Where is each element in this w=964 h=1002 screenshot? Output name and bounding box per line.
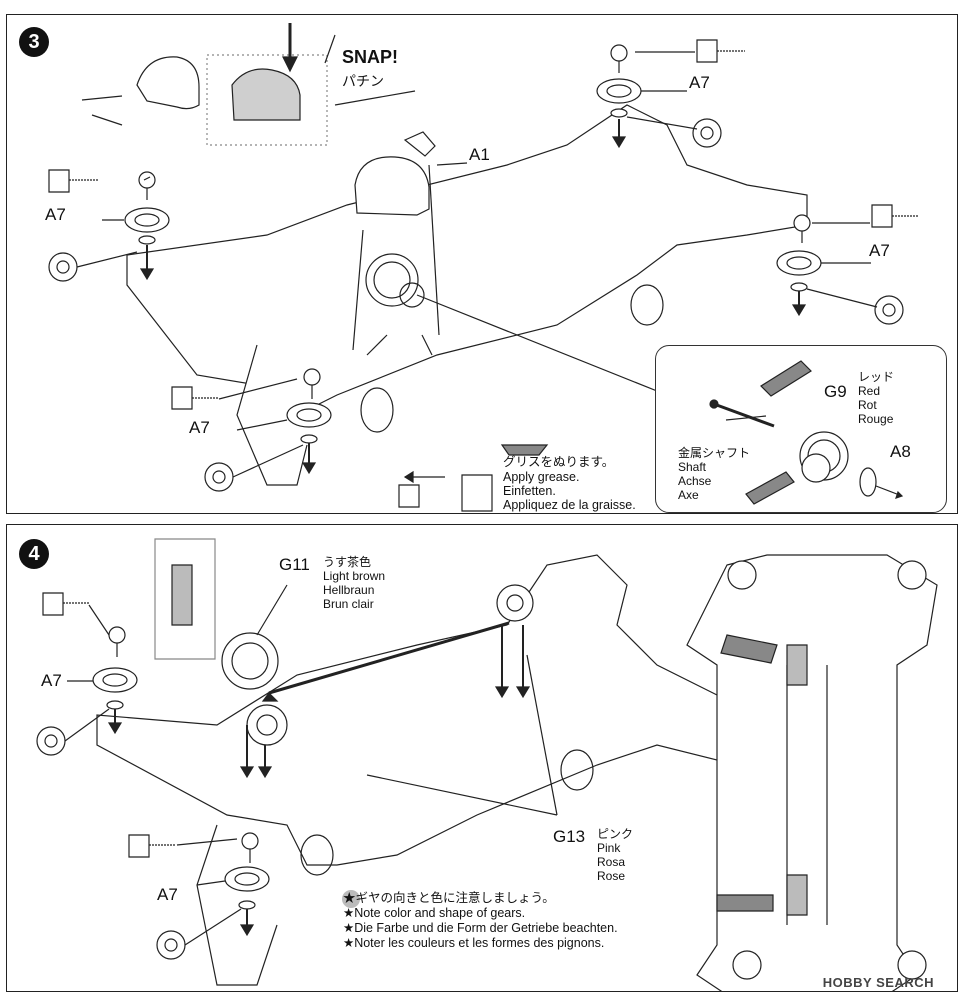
g11-color-de: Hellbraun bbox=[323, 583, 375, 597]
gear-note-fr: ★Noter les couleurs et les formes des pi… bbox=[343, 936, 605, 950]
grease-fr: Appliquez de la graisse. bbox=[503, 498, 636, 512]
shaft-label-jp: 金属シャフト bbox=[678, 446, 751, 460]
gear-note-en: ★Note color and shape of gears. bbox=[343, 906, 526, 920]
gear-note-jp: ★ギヤの向きと色に注意しましょう。 bbox=[343, 891, 555, 905]
snap-label: SNAP! bbox=[342, 47, 399, 67]
g13-color-de: Rosa bbox=[597, 855, 626, 869]
step-4-illustration bbox=[36, 538, 938, 991]
g9-color-en: Red bbox=[858, 384, 881, 398]
g11-color-jp: うす茶色 bbox=[323, 555, 372, 569]
watermark: HOBBY SEARCH bbox=[822, 975, 934, 990]
g13-color-en: Pink bbox=[597, 841, 621, 855]
gear-g11-label: G11 bbox=[279, 555, 310, 574]
grease-de: Einfetten. bbox=[503, 484, 556, 498]
gear-shaft-callout: G9 レッド Red Rot Rouge 金属シャフト Shaft Achse … bbox=[655, 345, 947, 513]
shaft-label-en: Shaft bbox=[678, 460, 707, 474]
gear-g9-label: G9 bbox=[824, 382, 847, 401]
shaft-label-de: Achse bbox=[678, 474, 712, 488]
step-number: 4 bbox=[19, 539, 49, 569]
g9-color-fr: Rouge bbox=[858, 412, 894, 426]
part-a8-label: A8 bbox=[890, 442, 911, 461]
gear-shaft-drawing bbox=[709, 360, 904, 505]
step-number: 3 bbox=[19, 27, 49, 57]
step-3-illustration bbox=[48, 23, 918, 512]
grease-en: Apply grease. bbox=[503, 470, 580, 484]
gear-note-de: ★Die Farbe und die Form der Getriebe bea… bbox=[343, 921, 618, 935]
part-a7-label: A7 bbox=[189, 418, 210, 437]
step-3-panel: 3 bbox=[6, 14, 958, 514]
shaft-label-fr: Axe bbox=[678, 488, 699, 502]
g9-color-de: Rot bbox=[858, 398, 877, 412]
part-a1-label: A1 bbox=[469, 145, 490, 164]
part-a7-label: A7 bbox=[157, 885, 178, 904]
snap-label-jp: パチン bbox=[342, 73, 384, 89]
gear-g13-label: G13 bbox=[553, 827, 586, 846]
part-a7-label: A7 bbox=[869, 241, 890, 260]
part-a7-label: A7 bbox=[45, 205, 66, 224]
g13-color-jp: ピンク bbox=[597, 827, 634, 841]
part-a7-label: A7 bbox=[41, 671, 62, 690]
part-a7-label: A7 bbox=[689, 73, 710, 92]
g9-color-jp: レッド bbox=[858, 370, 895, 384]
step-4-panel: 4 bbox=[6, 524, 958, 992]
g13-color-fr: Rose bbox=[597, 869, 626, 883]
grease-jp: グリスをぬります。 bbox=[503, 455, 615, 469]
g11-color-fr: Brun clair bbox=[323, 597, 374, 611]
g11-color-en: Light brown bbox=[323, 569, 386, 583]
